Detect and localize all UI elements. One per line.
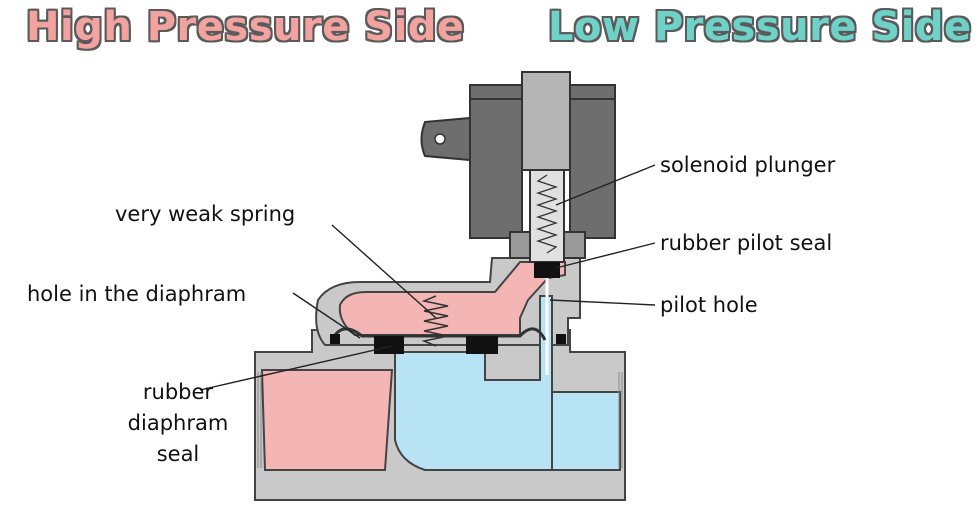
rubber-diaphram-seal-right	[466, 336, 498, 354]
rubber-diaphram-seal-left	[374, 336, 404, 354]
leader-hole-in-diaphram	[292, 292, 361, 339]
label-rubber-pilot-seal: rubber pilot seal	[660, 231, 833, 255]
plunger-tube	[529, 169, 565, 263]
label-solenoid-plunger: solenoid plunger	[660, 153, 836, 177]
solenoid-coil-left	[469, 94, 523, 239]
high-pressure-side-title: High Pressure Side	[26, 4, 465, 50]
label-rubber-diaphram-seal-line1: rubber	[142, 380, 214, 404]
outlet-threads	[618, 372, 623, 468]
low-pressure-side-title: Low Pressure Side	[548, 4, 972, 50]
outlet-pipe-passage	[551, 391, 621, 471]
diaphragm-spring-icon	[421, 295, 449, 347]
tab-hole-icon	[434, 133, 446, 145]
label-pilot-hole: pilot hole	[660, 293, 758, 317]
seal-edge-left	[330, 334, 340, 344]
label-rubber-diaphram-seal-line3: seal	[156, 442, 200, 466]
low-pressure-outlet	[394, 295, 553, 471]
solenoid-coil-right	[569, 94, 616, 239]
label-very-weak-spring: very weak spring	[115, 202, 296, 226]
leader-pilot-hole	[549, 299, 656, 306]
plunger-spring-icon	[535, 174, 559, 254]
inlet-threads	[257, 372, 262, 468]
seal-edge-right	[556, 334, 566, 344]
label-hole-in-the-diaphram: hole in the diaphram	[27, 282, 247, 306]
high-pressure-inlet	[260, 369, 394, 471]
solenoid-plunger	[521, 71, 571, 171]
label-rubber-diaphram-seal-line2: diaphram	[127, 411, 229, 435]
leader-lines	[199, 164, 656, 391]
diaphragm-membrane	[330, 327, 547, 341]
leader-solenoid-plunger	[555, 164, 656, 206]
leader-rubber-pilot-seal	[555, 242, 656, 269]
leader-very-weak-spring	[331, 224, 437, 319]
leader-rubber-diaphram-seal	[199, 345, 393, 391]
rubber-pilot-seal	[534, 262, 560, 278]
